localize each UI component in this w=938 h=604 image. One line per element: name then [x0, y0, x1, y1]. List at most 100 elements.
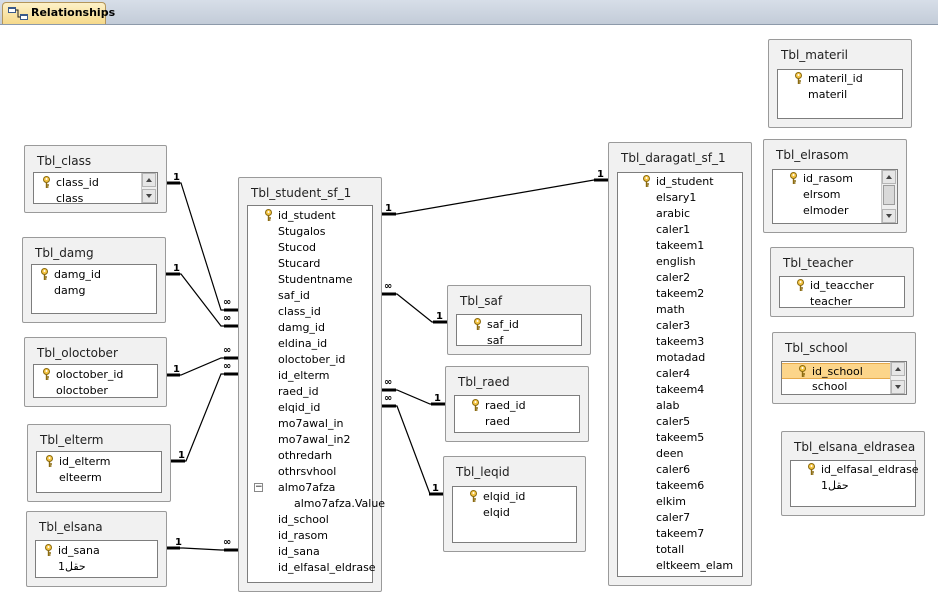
field-row[interactable]: id_student — [618, 174, 742, 190]
field-row[interactable]: id_teaccher — [780, 278, 904, 294]
field-row[interactable]: almo7afza.Value — [248, 496, 385, 512]
field-row[interactable]: caler1 — [618, 222, 742, 238]
field-row[interactable]: motadad — [618, 350, 742, 366]
field-row[interactable]: othredarh — [248, 448, 372, 464]
field-row[interactable]: raed — [455, 414, 579, 430]
field-row[interactable]: othrsvhool — [248, 464, 372, 480]
field-row[interactable]: id_rasom — [773, 171, 897, 187]
field-list[interactable]: id_elterm elteerm — [36, 451, 162, 493]
scroll-down-icon[interactable] — [882, 209, 896, 223]
table-box-daragatl[interactable]: Tbl_daragatl_sf_1 id_student elsary1 ara… — [608, 142, 752, 586]
field-row[interactable]: حقل1 — [36, 559, 157, 575]
field-row[interactable]: elqid_id — [453, 489, 576, 505]
field-row[interactable]: damg_id — [32, 267, 156, 283]
scroll-down-icon[interactable] — [891, 380, 905, 394]
field-row[interactable]: id_rasom — [248, 528, 372, 544]
field-row[interactable]: mo7awal_in — [248, 416, 372, 432]
field-row[interactable]: alab — [618, 398, 742, 414]
scroll-down-icon[interactable] — [142, 189, 156, 203]
field-list-scrollbar[interactable] — [890, 362, 906, 394]
field-row[interactable]: takeem7 — [618, 526, 742, 542]
table-box-school[interactable]: Tbl_school id_school school — [772, 332, 916, 404]
field-row[interactable]: elqid — [453, 505, 576, 521]
field-row[interactable]: − almo7afza — [248, 480, 372, 496]
field-list[interactable]: id_student elsary1 arabic caler1 takeem1… — [617, 172, 743, 577]
field-row[interactable]: حقل1 — [791, 478, 915, 494]
field-row[interactable]: raed_id — [455, 398, 579, 414]
field-row[interactable]: oloctober_id — [34, 367, 157, 383]
field-list[interactable]: id_rasom elrsom elmoder — [772, 169, 898, 224]
table-box-teacher[interactable]: Tbl_teacher id_teaccher teacher — [770, 247, 914, 317]
field-row[interactable]: caler2 — [618, 270, 742, 286]
field-row[interactable]: caler6 — [618, 462, 742, 478]
table-box-damg[interactable]: Tbl_damg damg_id damg — [22, 237, 166, 323]
field-list-scrollbar[interactable] — [881, 170, 897, 223]
field-row[interactable]: damg_id — [248, 320, 372, 336]
table-box-saf[interactable]: Tbl_saf saf_id saf — [447, 285, 591, 355]
field-list[interactable]: id_elfasal_eldrase حقل1 — [790, 460, 919, 507]
field-row[interactable]: arabic — [618, 206, 742, 222]
scroll-up-icon[interactable] — [142, 173, 156, 187]
field-row[interactable]: elsary1 — [618, 190, 742, 206]
field-row[interactable]: math — [618, 302, 742, 318]
field-list[interactable]: materil_id materil — [777, 69, 903, 119]
field-row[interactable]: Stucod — [248, 240, 372, 256]
table-box-elsana-eldrasea[interactable]: Tbl_elsana_eldrasea id_elfasal_eldrase ح… — [781, 431, 925, 516]
field-row[interactable]: id_school — [248, 512, 372, 528]
field-row[interactable]: english — [618, 254, 742, 270]
table-box-materil[interactable]: Tbl_materil materil_id materil — [768, 39, 912, 128]
table-box-elterm[interactable]: Tbl_elterm id_elterm elteerm — [27, 424, 171, 502]
field-row[interactable]: takeem6 — [618, 478, 742, 494]
scroll-up-icon[interactable] — [882, 170, 896, 184]
field-row[interactable]: caler4 — [618, 366, 742, 382]
field-row[interactable]: elteerm — [37, 470, 161, 486]
field-list[interactable]: id_sana حقل1 — [35, 540, 158, 578]
collapse-icon[interactable]: − — [254, 482, 263, 492]
field-row[interactable]: class_id — [34, 175, 157, 191]
field-list[interactable]: saf_id saf — [456, 314, 582, 347]
field-row[interactable]: mo7awal_in2 — [248, 432, 372, 448]
field-row[interactable]: takeem3 — [618, 334, 742, 350]
field-row[interactable]: eltkeem_elam — [618, 558, 742, 574]
field-row[interactable]: eldina_id — [248, 336, 372, 352]
field-row[interactable]: raed_id — [248, 384, 372, 400]
field-list-scrollbar[interactable] — [141, 173, 157, 203]
field-list[interactable]: oloctober_id oloctober — [33, 364, 158, 398]
relationships-tab[interactable]: Relationships — [2, 2, 115, 24]
field-row-selected[interactable]: id_school — [782, 363, 906, 379]
field-row[interactable]: id_sana — [248, 544, 372, 560]
field-row[interactable]: elrsom — [773, 187, 897, 203]
scroll-up-icon[interactable] — [891, 362, 905, 376]
field-list[interactable]: elqid_id elqid — [452, 486, 577, 543]
field-row[interactable]: school — [782, 379, 906, 395]
field-row[interactable]: oloctober — [34, 383, 157, 399]
field-list[interactable]: id_school school — [781, 361, 907, 395]
field-list[interactable]: raed_id raed — [454, 395, 580, 433]
field-row[interactable]: id_elfasal_eldrase — [791, 462, 919, 478]
field-row[interactable]: id_student — [248, 208, 372, 224]
table-box-elsana[interactable]: Tbl_elsana id_sana حقل1 — [26, 511, 167, 587]
field-row[interactable]: takeem5 — [618, 430, 742, 446]
field-row[interactable]: Studentname — [248, 272, 372, 288]
field-row[interactable]: takeem4 — [618, 382, 742, 398]
field-row[interactable]: totall — [618, 542, 742, 558]
field-row[interactable]: id_elterm — [37, 454, 161, 470]
table-box-student[interactable]: Tbl_student_sf_1 id_student Stugalos Stu… — [238, 177, 385, 592]
field-list[interactable]: class_id class — [33, 172, 158, 205]
field-row[interactable]: Stucard — [248, 256, 372, 272]
field-row[interactable]: damg — [32, 283, 156, 299]
field-row[interactable]: class_id — [248, 304, 372, 320]
table-box-oloctober[interactable]: Tbl_oloctober oloctober_id oloctober — [24, 337, 167, 407]
field-row[interactable]: caler3 — [618, 318, 742, 334]
field-row[interactable]: elqid_id — [248, 400, 372, 416]
field-list[interactable]: damg_id damg — [31, 264, 157, 314]
scroll-thumb[interactable] — [883, 185, 895, 205]
field-row[interactable]: oloctober_id — [248, 352, 372, 368]
field-row[interactable]: deen — [618, 446, 742, 462]
field-row[interactable]: takeem2 — [618, 286, 742, 302]
table-box-class[interactable]: Tbl_class class_id class — [24, 145, 167, 213]
field-row[interactable]: id_elterm — [248, 368, 372, 384]
field-row[interactable]: Stugalos — [248, 224, 372, 240]
table-box-raed[interactable]: Tbl_raed raed_id raed — [445, 366, 589, 442]
field-row[interactable]: caler7 — [618, 510, 742, 526]
